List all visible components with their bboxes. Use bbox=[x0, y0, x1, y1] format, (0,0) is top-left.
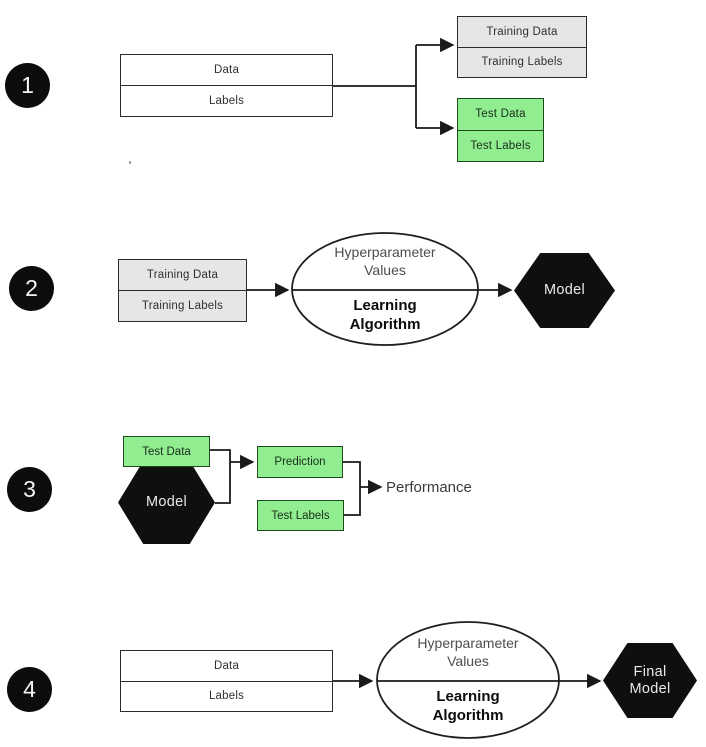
step4-badge: 4 bbox=[7, 667, 52, 712]
step1-data-labels-box: Data Labels bbox=[120, 54, 333, 117]
step3-flow bbox=[210, 449, 383, 516]
step4-hyperparameter-values-label: Hyperparameter Values bbox=[417, 635, 519, 669]
step1-split-connector bbox=[333, 37, 455, 136]
step4-final-model-label: Final Model bbox=[629, 663, 671, 697]
step2-badge: 2 bbox=[9, 266, 54, 311]
step4-data-row: Data bbox=[213, 659, 240, 672]
step3-test-data-box: Test Data bbox=[123, 436, 210, 467]
step2-training-data-row: Training Data bbox=[146, 269, 219, 281]
step3-badge: 3 bbox=[7, 467, 52, 512]
step4-data-labels-box: Data Labels bbox=[120, 650, 333, 712]
step2-model-label: Model bbox=[544, 282, 585, 298]
step3-prediction-box: Prediction bbox=[257, 446, 343, 478]
step3-test-labels-box: Test Labels bbox=[257, 500, 344, 531]
step2-hyperparameter-values-label: Hyperparameter Values bbox=[334, 244, 436, 278]
step2-flow bbox=[247, 232, 513, 346]
step1-data-row: Data bbox=[213, 64, 240, 76]
step2-training-box: Training Data Training Labels bbox=[118, 259, 247, 322]
step1-training-data-row: Training Data bbox=[486, 25, 558, 38]
step1-test-box: Test Data Test Labels bbox=[457, 98, 544, 162]
step3-performance-label: Performance bbox=[386, 479, 472, 496]
step4-learning-algorithm-ellipse bbox=[376, 621, 560, 739]
step4-labels-row: Labels bbox=[121, 680, 332, 712]
step1-test-data-row: Test Data bbox=[475, 108, 526, 121]
step4-flow bbox=[333, 621, 602, 739]
step3-model-label: Model bbox=[146, 494, 187, 510]
step1-training-box: Training Data Training Labels bbox=[457, 16, 587, 78]
step2-training-labels-row: Training Labels bbox=[119, 290, 246, 321]
step1-labels-row: Labels bbox=[121, 85, 332, 116]
step1-training-labels-row: Training Labels bbox=[458, 46, 586, 78]
step4-learning-algorithm-label: Learning Algorithm bbox=[432, 688, 504, 724]
step2-learning-algorithm-ellipse bbox=[291, 232, 479, 346]
step1-badge: 1 bbox=[5, 63, 50, 108]
step1-test-labels-row: Test Labels bbox=[458, 129, 543, 162]
stray-mark bbox=[129, 161, 131, 164]
step2-learning-algorithm-label: Learning Algorithm bbox=[349, 297, 421, 333]
